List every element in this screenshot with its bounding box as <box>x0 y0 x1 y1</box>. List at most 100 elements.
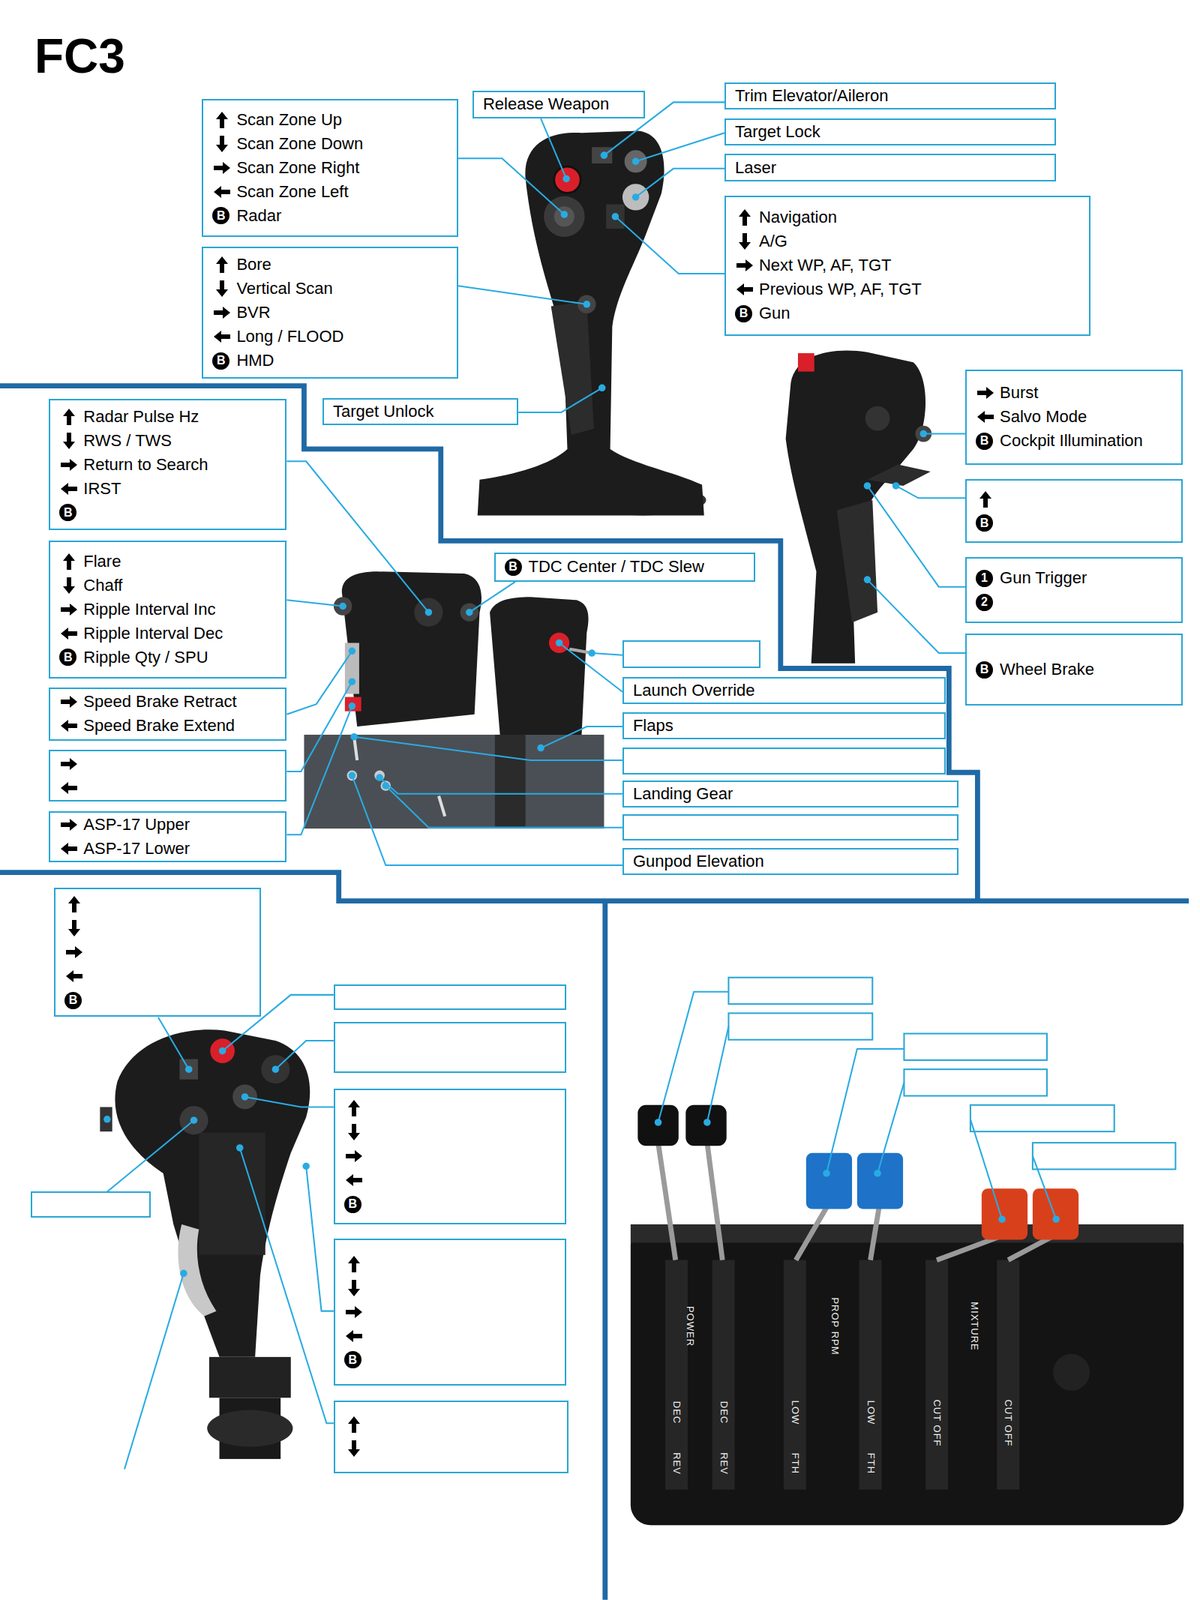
flight-stick <box>591 147 612 164</box>
direction-arrow <box>59 456 79 474</box>
leader-dot <box>302 1163 310 1171</box>
leader-line <box>351 775 623 866</box>
direction-arrow <box>345 1330 363 1343</box>
icon-row <box>59 752 276 777</box>
flight-stick <box>622 183 649 210</box>
leader-line <box>1032 1156 1056 1220</box>
icon-row <box>344 1144 556 1169</box>
button-badge: B <box>212 207 230 225</box>
function-row: Scan Zone Left <box>212 180 447 204</box>
section-divider <box>0 386 1189 1600</box>
function-label: Ripple Interval Dec <box>83 624 223 644</box>
flight-stick-grip <box>99 1029 310 1460</box>
icon-slot: B <box>975 514 1000 532</box>
icon-slot: B <box>64 992 89 1010</box>
callout-box: Gunpod Elevation <box>622 848 959 876</box>
leader-dot <box>822 1170 831 1178</box>
lever-marking: DEC <box>717 1401 729 1425</box>
throttle-quadrant <box>665 1260 688 1491</box>
function-label: Chaff <box>83 576 123 596</box>
leader-dot <box>103 1116 111 1124</box>
direction-arrow <box>63 432 75 450</box>
function-label: Navigation <box>759 207 837 228</box>
direction-arrow <box>345 1174 363 1187</box>
icon-row <box>344 1096 556 1121</box>
function-row: BTDC Center / TDC Slew <box>504 555 745 579</box>
leader-dot <box>190 1116 198 1125</box>
leader-line <box>245 1097 334 1108</box>
flight-stick-grip <box>177 1224 216 1317</box>
function-label: Ripple Interval Inc <box>83 600 216 620</box>
function-row: Radar Pulse Hz <box>59 405 276 429</box>
direction-arrow <box>216 111 228 129</box>
direction-arrow <box>59 600 79 619</box>
direction-arrow <box>975 408 996 426</box>
function-row: BHMD <box>212 348 447 373</box>
leader-line <box>379 777 623 795</box>
icon-row <box>344 1168 556 1193</box>
icon-slot <box>59 408 84 426</box>
section-divider <box>602 901 608 1600</box>
flight-stick-side <box>865 406 891 432</box>
function-row: BRipple Qty / SPU <box>59 645 276 670</box>
icon-slot <box>59 816 84 834</box>
empty-callout-box <box>622 640 761 669</box>
callout-box: Speed Brake RetractSpeed Brake Extend <box>48 687 287 741</box>
function-label: Trim Elevator/Aileron <box>735 86 889 106</box>
direction-arrow <box>59 779 79 798</box>
throttle-quadrant <box>707 1143 723 1260</box>
callout-box: Flaps <box>622 712 946 740</box>
icon-row <box>64 916 251 941</box>
icon-slot <box>735 256 759 275</box>
function-row: Return to Search <box>59 453 276 477</box>
leader-dot <box>562 175 570 183</box>
callout-box: Scan Zone UpScan Zone DownScan Zone Righ… <box>201 99 458 237</box>
empty-callout-box <box>622 747 946 774</box>
direction-arrow <box>64 895 84 914</box>
flight-stick-grip <box>179 1059 198 1080</box>
direction-arrow <box>735 280 755 299</box>
direction-arrow <box>736 259 753 272</box>
direction-arrow <box>735 256 755 275</box>
empty-callout-box: B <box>333 1239 567 1386</box>
icon-slot: B <box>344 1196 369 1214</box>
icon-slot <box>59 432 84 450</box>
function-label: Landing Gear <box>633 784 733 804</box>
throttle-unit <box>374 771 385 782</box>
leader-dot <box>555 639 564 648</box>
function-label: Scan Zone Left <box>236 182 348 202</box>
function-row: Landing Gear <box>633 782 948 807</box>
icon-slot <box>344 1327 369 1346</box>
throttle-unit <box>347 771 358 782</box>
leader-dot <box>873 1170 882 1178</box>
button-badge: B <box>735 305 753 323</box>
function-row: Scan Zone Up <box>212 108 447 132</box>
empty-callout-box <box>622 814 959 841</box>
icon-row: B <box>344 1348 556 1373</box>
direction-arrow <box>216 280 228 297</box>
leader-line <box>286 681 352 772</box>
icon-slot <box>64 919 89 938</box>
function-row: Launch Override <box>633 678 936 703</box>
flight-stick <box>551 301 594 435</box>
throttle-unit <box>303 571 604 829</box>
function-label: Scan Zone Down <box>236 134 363 154</box>
empty-callout-frame <box>1032 1143 1176 1170</box>
leader-dot <box>219 1047 227 1056</box>
function-row: Trim Elevator/Aileron <box>735 84 1046 108</box>
callout-box: Release Weapon <box>472 90 645 119</box>
lever-marking: MIXTURE <box>969 1302 981 1352</box>
direction-arrow <box>738 209 751 226</box>
function-label: Wheel Brake <box>999 660 1095 680</box>
leader-dot <box>998 1215 1006 1224</box>
flight-stick-grip <box>210 1038 235 1064</box>
flight-stick-grip <box>232 1085 258 1110</box>
flight-stick <box>624 150 648 173</box>
function-label: Gun Trigger <box>999 568 1087 588</box>
leader-line <box>385 786 623 828</box>
direction-arrow <box>60 627 78 640</box>
direction-arrow <box>59 552 79 571</box>
flight-stick-grip <box>198 1133 265 1256</box>
icon-row: B <box>64 988 251 1013</box>
direction-arrow <box>213 162 231 174</box>
